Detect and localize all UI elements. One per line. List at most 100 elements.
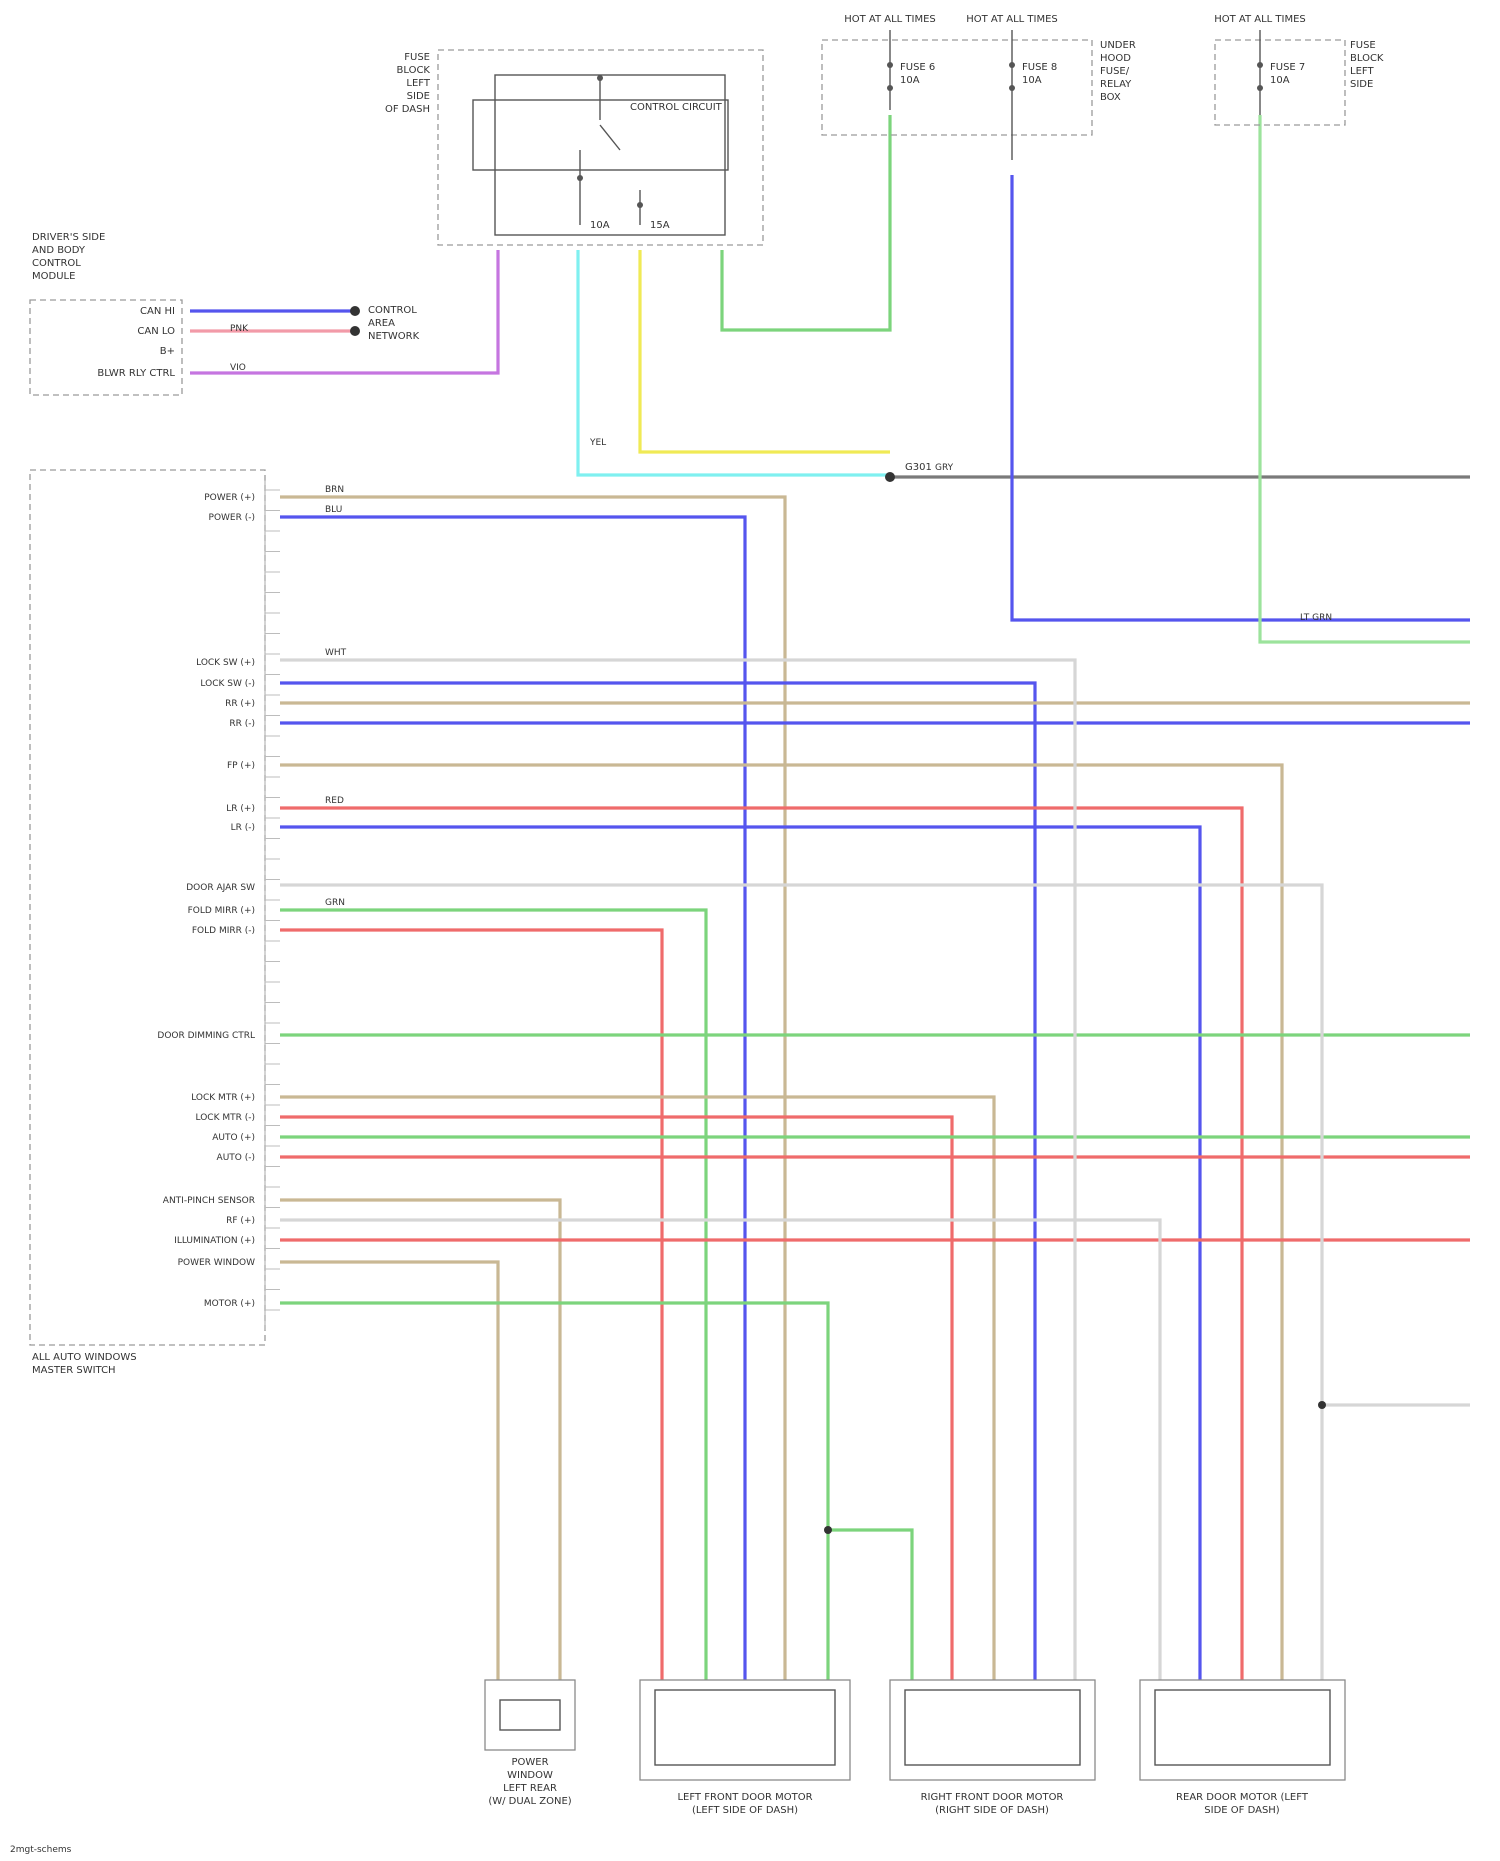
tag-red: RED bbox=[325, 796, 344, 806]
pin-door-ajar: DOOR AJAR SW bbox=[186, 883, 255, 893]
hot-at-all-times-fuse-8: HOT AT ALL TIMES FUSE 8 10A UNDER HOOD F… bbox=[966, 14, 1136, 160]
ground-label: G301 bbox=[905, 462, 932, 473]
module-title-0: ALL AUTO WINDOWS bbox=[32, 1352, 137, 1363]
body-control-module: DRIVER'S SIDE AND BODY CONTROL MODULE CA… bbox=[30, 232, 420, 395]
pin-lock-mtr-neg: LOCK MTR (-) bbox=[196, 1113, 255, 1123]
wire-brn-6 bbox=[280, 1262, 498, 1680]
wire-blue-fuse8 bbox=[1012, 175, 1470, 620]
wire-wht-2 bbox=[280, 885, 1322, 1680]
fuse-15a-label: 15A bbox=[650, 220, 670, 231]
wire-wht-1 bbox=[280, 660, 1075, 1680]
pin-lr-pos: LR (+) bbox=[226, 804, 255, 814]
pin-lock-mtr-pos: LOCK MTR (+) bbox=[191, 1093, 255, 1103]
splice-node bbox=[1318, 1401, 1326, 1409]
bcm-title-0: DRIVER'S SIDE bbox=[32, 232, 105, 243]
pin-auto-pos: AUTO (+) bbox=[212, 1133, 255, 1143]
comp-0-line-3: (W/ DUAL ZONE) bbox=[488, 1796, 571, 1807]
component-right-front-door-motor: RIGHT FRONT DOOR MOTOR (RIGHT SIDE OF DA… bbox=[890, 1680, 1095, 1816]
pin-power-pos: POWER (+) bbox=[204, 493, 255, 503]
module-title-1: MASTER SWITCH bbox=[32, 1365, 116, 1376]
wire-red-1 bbox=[280, 808, 1242, 1680]
comp-3-line-0: REAR DOOR MOTOR (LEFT bbox=[1176, 1792, 1309, 1803]
wire-green-relay bbox=[722, 115, 890, 330]
component-left-front-door-motor: LEFT FRONT DOOR MOTOR (LEFT SIDE OF DASH… bbox=[640, 1680, 850, 1816]
fuse-box-circuit-label: CONTROL CIRCUIT bbox=[630, 102, 723, 113]
wire-cyan-relay bbox=[578, 250, 890, 475]
pin-rf-pos: RF (+) bbox=[226, 1216, 255, 1226]
wires-layer bbox=[190, 115, 1470, 1680]
fuse7-side-1: BLOCK bbox=[1350, 53, 1384, 64]
tag-lt-grn: LT GRN bbox=[1300, 613, 1332, 623]
wire-brn-5 bbox=[280, 1200, 560, 1680]
fuse7-side-3: SIDE bbox=[1350, 79, 1373, 90]
wire-grn-1 bbox=[280, 910, 706, 1680]
comp-0-line-0: POWER bbox=[511, 1757, 548, 1768]
bcm-note-1: AREA bbox=[368, 318, 395, 329]
comp-2-line-1: (RIGHT SIDE OF DASH) bbox=[935, 1805, 1049, 1816]
pin-power-window: POWER WINDOW bbox=[178, 1258, 256, 1268]
hot-label-2: HOT AT ALL TIMES bbox=[966, 14, 1058, 25]
pin-door-dimming: DOOR DIMMING CTRL bbox=[157, 1031, 255, 1041]
comp-1-line-0: LEFT FRONT DOOR MOTOR bbox=[677, 1792, 812, 1803]
fuse8-side-2: FUSE/ bbox=[1100, 66, 1130, 77]
fuse8-side-0: UNDER bbox=[1100, 40, 1136, 51]
wire-grn-5 bbox=[828, 1530, 912, 1680]
pin-fold-mirr-neg: FOLD MIRR (-) bbox=[192, 926, 255, 936]
wire-red-2 bbox=[280, 930, 662, 1680]
bcm-note-0: CONTROL bbox=[368, 305, 417, 316]
wire-wht-3 bbox=[280, 1220, 1160, 1680]
pin-lr-neg: LR (-) bbox=[231, 823, 255, 833]
fuse8-label-0: FUSE 8 bbox=[1022, 62, 1057, 73]
tag-wht: WHT bbox=[325, 648, 347, 658]
hot-at-all-times-fuse-7: HOT AT ALL TIMES FUSE 7 10A FUSE BLOCK L… bbox=[1214, 14, 1384, 125]
pin-anti-pinch: ANTI-PINCH SENSOR bbox=[163, 1196, 255, 1206]
driver-fuse-box: FUSE BLOCK LEFT SIDE OF DASH CONTROL CIR… bbox=[385, 50, 763, 245]
fuse8-side-3: RELAY bbox=[1100, 79, 1132, 90]
component-power-window: POWER WINDOW LEFT REAR (W/ DUAL ZONE) bbox=[485, 1680, 575, 1807]
wire-green-fuse7 bbox=[1260, 115, 1470, 642]
module-pins bbox=[265, 490, 280, 1310]
fuse-box-line-2: LEFT bbox=[406, 78, 430, 89]
fuse-box-line-1: BLOCK bbox=[397, 65, 431, 76]
pin-fp-pos: FP (+) bbox=[227, 761, 255, 771]
pin-power-neg: POWER (-) bbox=[209, 513, 255, 523]
bcm-pin-3: BLWR RLY CTRL bbox=[97, 368, 175, 379]
bcm-title-3: MODULE bbox=[32, 271, 75, 282]
tag-brn: BRN bbox=[325, 485, 344, 495]
fuse8-label-1: 10A bbox=[1022, 75, 1042, 86]
bcm-pin-2: B+ bbox=[160, 346, 175, 357]
comp-0-line-2: LEFT REAR bbox=[503, 1783, 557, 1794]
pin-fold-mirr-pos: FOLD MIRR (+) bbox=[188, 906, 255, 916]
fuse8-side-4: BOX bbox=[1100, 92, 1121, 103]
fuse-10a-label: 10A bbox=[590, 220, 610, 231]
pin-illumination: ILLUMINATION (+) bbox=[174, 1236, 255, 1246]
comp-2-line-0: RIGHT FRONT DOOR MOTOR bbox=[921, 1792, 1064, 1803]
splice-node bbox=[824, 1526, 832, 1534]
wire-brn-4 bbox=[280, 1097, 994, 1680]
fuse6-label-0: FUSE 6 bbox=[900, 62, 935, 73]
tag-yel: YEL bbox=[589, 438, 606, 448]
tag-vio: VIO bbox=[230, 363, 246, 373]
hot-at-all-times-fuse-6: HOT AT ALL TIMES FUSE 6 10A bbox=[822, 14, 1092, 135]
hot-label-3: HOT AT ALL TIMES bbox=[1214, 14, 1306, 25]
footer-text: 2mgt-schems bbox=[10, 1845, 72, 1855]
tag-pnk: PNK bbox=[230, 324, 249, 334]
wire-tags: BRN BLU WHT RED GRN YEL GRY LT GRN PNK V… bbox=[230, 324, 1332, 908]
ground-node: G301 bbox=[885, 462, 932, 482]
component-rear-door-motor: REAR DOOR MOTOR (LEFT SIDE OF DASH) bbox=[1140, 1680, 1345, 1816]
bcm-pin-1: CAN LO bbox=[137, 326, 175, 337]
pin-lock-sw-neg: LOCK SW (-) bbox=[200, 679, 255, 689]
bcm-note-2: NETWORK bbox=[368, 331, 420, 342]
fuse8-side-1: HOOD bbox=[1100, 53, 1131, 64]
fuse-box-line-3: SIDE bbox=[407, 91, 430, 102]
fuse7-side-2: LEFT bbox=[1350, 66, 1374, 77]
fuse7-label-1: 10A bbox=[1270, 75, 1290, 86]
fuse6-label-1: 10A bbox=[900, 75, 920, 86]
module-pin-labels: POWER (+) POWER (-) LOCK SW (+) LOCK SW … bbox=[157, 493, 255, 1309]
fuse-box-line-0: FUSE bbox=[404, 52, 430, 63]
tag-gry: GRY bbox=[935, 463, 954, 473]
wire-brn-1 bbox=[280, 497, 785, 1680]
comp-3-line-1: SIDE OF DASH) bbox=[1204, 1805, 1280, 1816]
wire-yellow-relay bbox=[640, 250, 890, 452]
bcm-pin-0: CAN HI bbox=[140, 306, 175, 317]
